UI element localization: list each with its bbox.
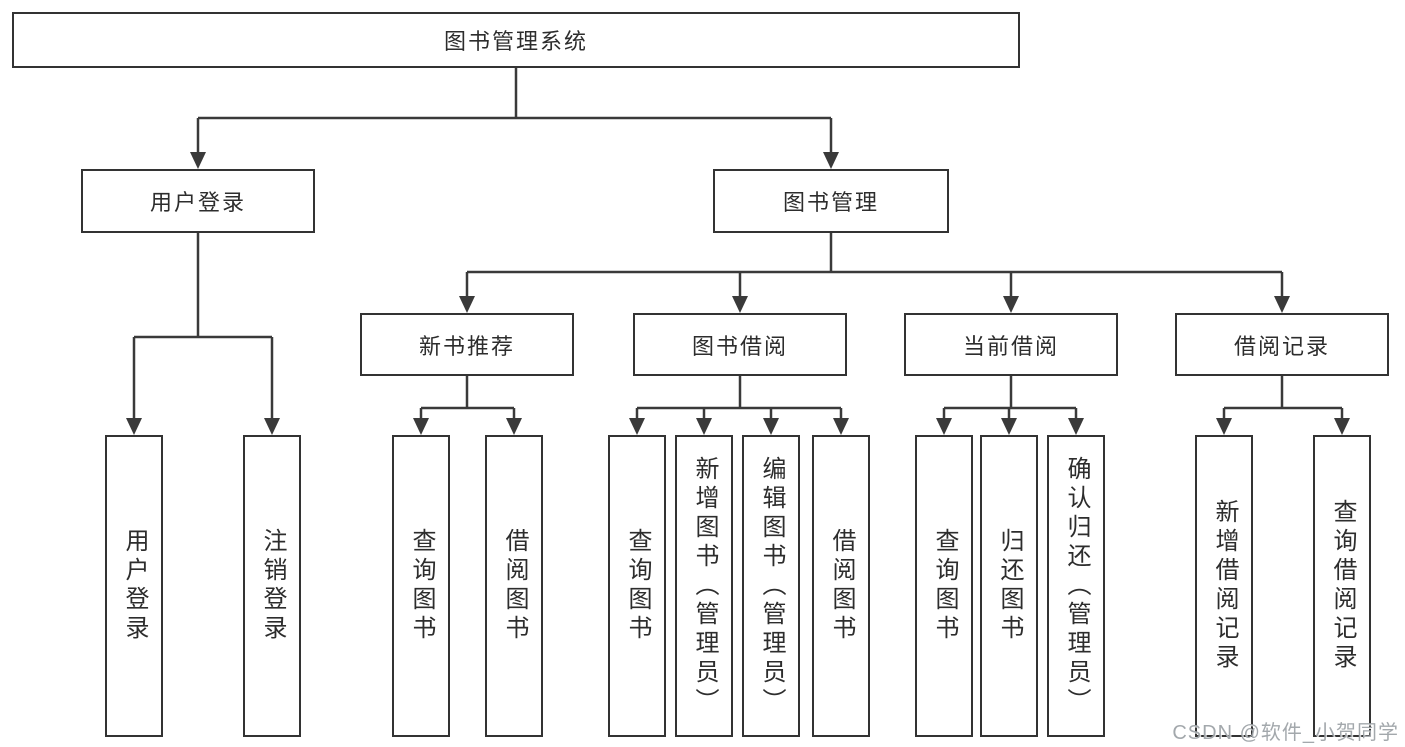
node-book-management-label: 图书管理 bbox=[782, 190, 879, 215]
leaf-user-login-label: 用户登录 bbox=[121, 528, 148, 644]
leaf-edit-book-admin: 编辑图书（管理员） bbox=[742, 435, 800, 737]
node-current-borrowing-label: 当前借阅 bbox=[962, 333, 1059, 359]
leaf-borrow-books-recommend: 借阅图书 bbox=[485, 435, 543, 737]
leaf-user-login: 用户登录 bbox=[105, 435, 163, 737]
leaf-query-books-recommend-label: 查询图书 bbox=[408, 528, 435, 644]
node-current-borrowing: 当前借阅 bbox=[904, 313, 1118, 376]
node-root: 图书管理系统 bbox=[12, 12, 1020, 68]
node-new-book-recommend-label: 新书推荐 bbox=[418, 333, 515, 359]
csdn-watermark: CSDN @软件_小贺同学 bbox=[1172, 722, 1399, 744]
node-book-borrowing-label: 图书借阅 bbox=[691, 333, 788, 359]
leaf-query-borrow-record: 查询借阅记录 bbox=[1313, 435, 1371, 737]
leaf-add-book-admin-label: 新增图书（管理员） bbox=[691, 455, 718, 717]
leaf-add-borrow-record-label: 新增借阅记录 bbox=[1211, 499, 1238, 673]
arrowheads bbox=[126, 152, 1350, 435]
leaf-return-book: 归还图书 bbox=[980, 435, 1038, 737]
leaf-query-books-recommend: 查询图书 bbox=[392, 435, 450, 737]
leaf-query-books-borrowing: 查询图书 bbox=[608, 435, 666, 737]
leaf-borrow-books-label: 借阅图书 bbox=[828, 528, 855, 644]
node-root-label: 图书管理系统 bbox=[443, 29, 588, 54]
leaf-borrow-books: 借阅图书 bbox=[812, 435, 870, 737]
leaf-query-books-borrowing-label: 查询图书 bbox=[624, 528, 651, 644]
leaf-logout: 注销登录 bbox=[243, 435, 301, 737]
leaf-edit-book-admin-label: 编辑图书（管理员） bbox=[758, 455, 785, 717]
node-book-management: 图书管理 bbox=[713, 169, 949, 233]
node-borrowing-records-label: 借阅记录 bbox=[1233, 333, 1330, 359]
node-user-login-label: 用户登录 bbox=[149, 190, 246, 215]
leaf-confirm-return-admin: 确认归还（管理员） bbox=[1047, 435, 1105, 737]
node-borrowing-records: 借阅记录 bbox=[1175, 313, 1389, 376]
leaf-borrow-books-recommend-label: 借阅图书 bbox=[501, 528, 528, 644]
connector-lines bbox=[132, 68, 1344, 420]
node-new-book-recommend: 新书推荐 bbox=[360, 313, 574, 376]
node-user-login: 用户登录 bbox=[81, 169, 315, 233]
leaf-confirm-return-admin-label: 确认归还（管理员） bbox=[1063, 455, 1090, 717]
leaf-query-books-current: 查询图书 bbox=[915, 435, 973, 737]
leaf-query-borrow-record-label: 查询借阅记录 bbox=[1329, 499, 1356, 673]
leaf-logout-label: 注销登录 bbox=[259, 528, 286, 644]
leaf-query-books-current-label: 查询图书 bbox=[931, 528, 958, 644]
leaf-return-book-label: 归还图书 bbox=[996, 528, 1023, 644]
leaf-add-borrow-record: 新增借阅记录 bbox=[1195, 435, 1253, 737]
node-book-borrowing: 图书借阅 bbox=[633, 313, 847, 376]
leaf-add-book-admin: 新增图书（管理员） bbox=[675, 435, 733, 737]
